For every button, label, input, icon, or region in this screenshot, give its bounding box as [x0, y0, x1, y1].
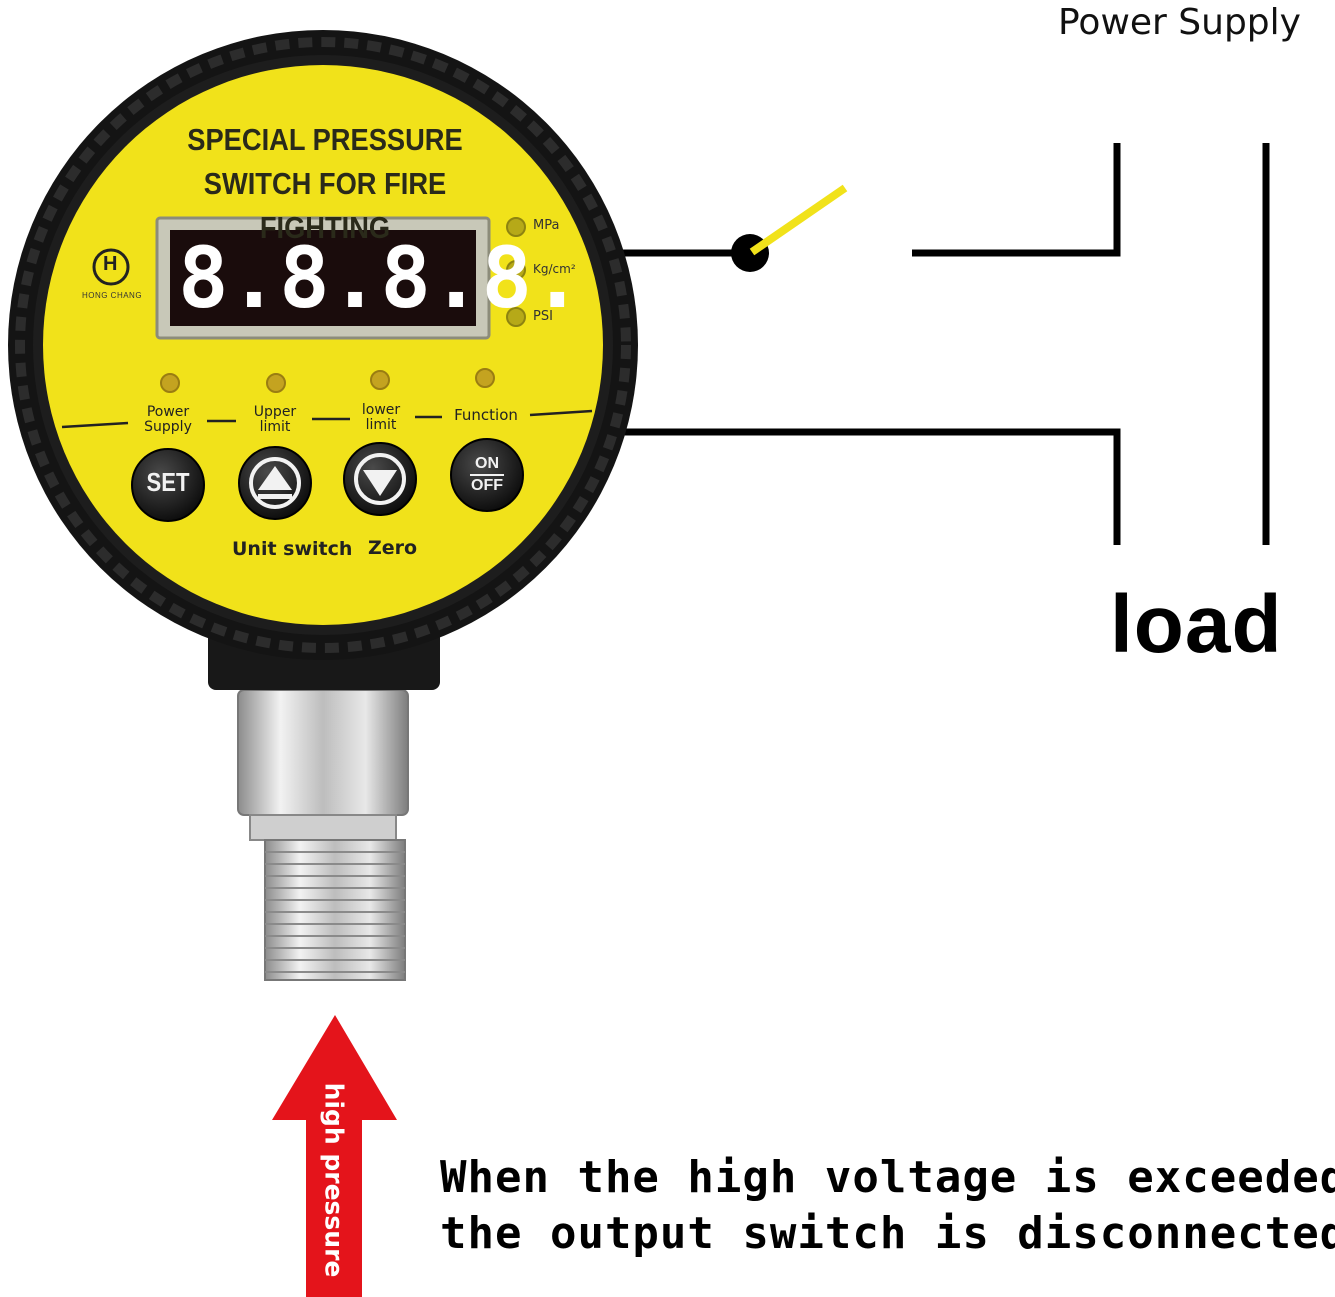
brand-letter: H: [103, 253, 118, 275]
brand-name: HONG CHANG: [81, 291, 143, 300]
indicator-label-lower: lower limit: [361, 402, 401, 433]
unit-label-mpa: MPa: [533, 218, 560, 233]
triangle-up-icon: [249, 457, 301, 509]
power-supply-label: Power Supply: [1058, 2, 1301, 43]
arrow-up-icon: [272, 1015, 397, 1297]
unit-label-kgcm: Kg/cm²: [533, 262, 576, 276]
gauge-title: SPECIAL PRESSURE SWITCH FOR FIRE FIGHTIN…: [153, 118, 496, 250]
display-digit: 8.: [279, 229, 381, 327]
unit-switch-label: Unit switch: [232, 538, 353, 560]
wiring: [620, 143, 1270, 545]
on-off-button-label: ON OFF: [462, 454, 512, 496]
divider-left: [61, 421, 129, 429]
wire-load: [620, 428, 1121, 545]
indicator-label-function: Function: [454, 406, 518, 424]
on-label: ON: [475, 455, 499, 472]
set-button[interactable]: [131, 448, 205, 522]
gauge-title-line2: SWITCH FOR FIRE FIGHTING: [203, 166, 447, 245]
display-digit: 8.: [481, 229, 583, 327]
unit-label-psi: PSI: [533, 309, 553, 324]
indicator-label-upper: Upper limit: [253, 404, 297, 435]
display-digit: 8.: [380, 229, 482, 327]
indicator-led-power: [160, 373, 180, 393]
gauge: [8, 30, 638, 660]
threads: [265, 851, 405, 973]
indicator-led-upper: [266, 373, 286, 393]
hex-nut: [237, 689, 409, 816]
off-label: OFF: [470, 474, 504, 496]
gauge-title-line1: SPECIAL PRESSURE: [187, 122, 463, 157]
gauge-bezel-ridge: [15, 37, 631, 653]
unit-led-mpa: [506, 217, 526, 237]
zero-label: Zero: [368, 537, 418, 559]
unit-led-psi: [506, 307, 526, 327]
wire-power-supply: [912, 143, 1121, 257]
pressure-fitting: [208, 630, 440, 981]
arrow-label: high pressure: [319, 1082, 349, 1278]
triangle-down-icon: [354, 453, 406, 505]
switch-blade: [749, 184, 848, 256]
indicator-label-power: Power Supply: [144, 404, 192, 435]
divider-right: [529, 409, 593, 417]
set-button-label: SET: [146, 467, 190, 497]
nut-collar: [249, 814, 397, 841]
load-label: load: [1110, 579, 1283, 670]
behavior-note: When the high voltage is exceeded, the o…: [440, 1150, 1335, 1262]
unit-led-kgcm: [506, 260, 526, 280]
note-line2: the output switch is disconnected: [440, 1208, 1335, 1259]
display-digit: 8.: [178, 229, 280, 327]
brand-logo-icon: [92, 248, 130, 286]
display-window: [170, 230, 476, 326]
note-line1: When the high voltage is exceeded,: [440, 1152, 1335, 1203]
indicator-led-lower: [370, 370, 390, 390]
indicator-led-function: [475, 368, 495, 388]
digital-display: 8. 8. 8. 8.: [178, 229, 583, 327]
